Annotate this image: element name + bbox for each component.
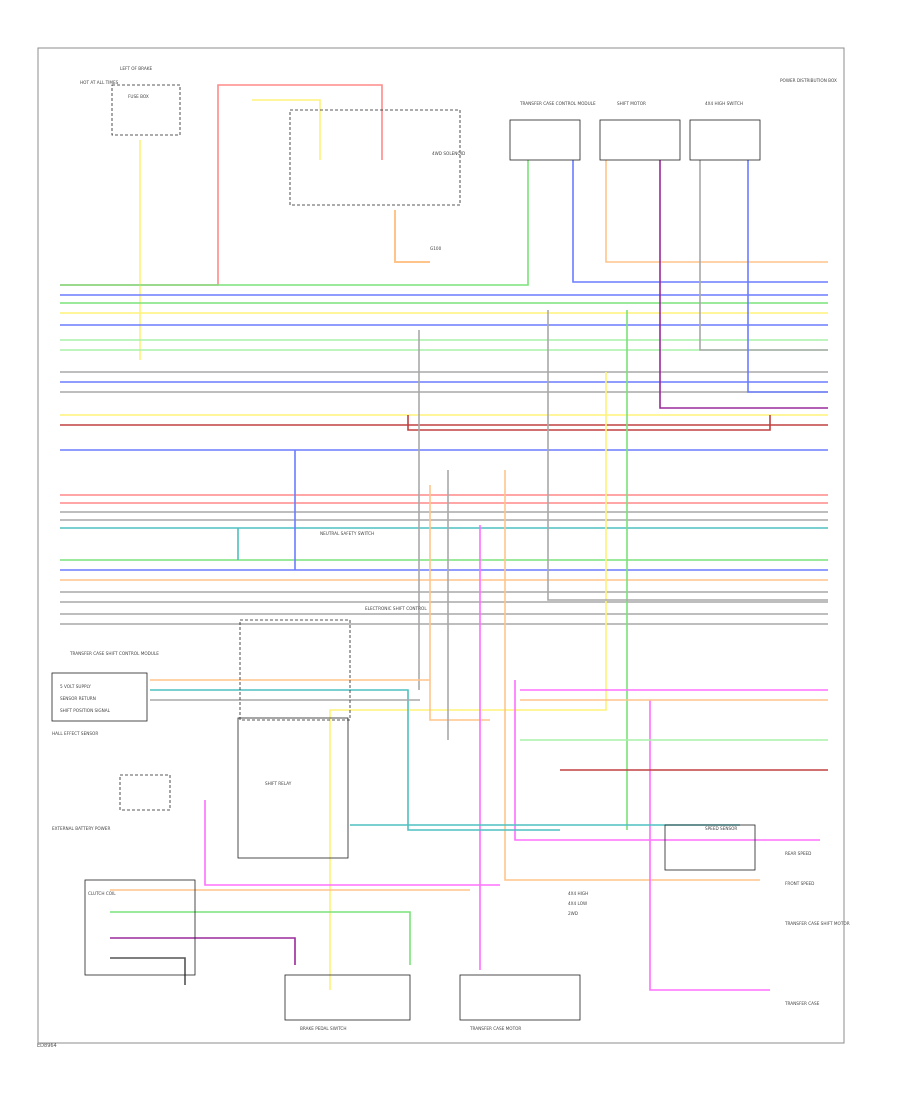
- wire-v-purple: [659, 160, 828, 409]
- wire-l-purple: [110, 937, 296, 965]
- label-shift-relay: SHIFT RELAY: [265, 781, 292, 786]
- wire-v-blue: [572, 160, 828, 283]
- label-clutch: CLUTCH COIL: [88, 891, 116, 896]
- wire-v-orange-3: [504, 470, 760, 881]
- wire-layer: [60, 84, 828, 991]
- label-4x4-lo: 4X4 LOW: [568, 901, 587, 906]
- label-ext-batt: EXTERNAL BATTERY POWER: [52, 826, 110, 831]
- label-tcm-left: TRANSFER CASE SHIFT CONTROL MODULE: [69, 651, 159, 656]
- component-layer: [51, 84, 761, 1021]
- label-brake: BRAKE PEDAL SWITCH: [300, 1026, 346, 1031]
- label-power-dist: POWER DISTRIBUTION BOX: [780, 78, 837, 83]
- wire-v-yellow-2: [329, 372, 607, 990]
- label-tcm-top: TRANSFER CASE CONTROL MODULE: [519, 101, 596, 106]
- wire-v-orange: [605, 160, 828, 263]
- label-tcm-right: TRANSFER CASE SHIFT MOTOR: [784, 921, 850, 926]
- label-sensor-return: SENSOR RETURN: [60, 696, 96, 701]
- wire-v-green: [60, 160, 529, 286]
- wire-orange-top: [394, 210, 430, 263]
- diagram-border: [37, 47, 845, 1044]
- sensor-right-box: [664, 824, 756, 871]
- label-electric-shift: ELECTRONIC SHIFT CONTROL: [365, 606, 427, 611]
- label-2wd: 2WD: [568, 911, 578, 916]
- wire-v-darkred: [407, 415, 771, 431]
- label-layer: HOT AT ALL TIMES LEFT OF BRAKE FUSE BOX TRA…: [52, 66, 850, 1031]
- label-shift-pos: SHIFT POSITION SIGNAL: [60, 708, 111, 713]
- label-rear-speed: REAR SPEED: [785, 851, 811, 856]
- ignition-switch-box: [289, 109, 461, 206]
- label-4x4-hi: 4X4 HIGH: [568, 891, 588, 896]
- label-fuse-box: FUSE BOX: [128, 94, 149, 99]
- wire-v-gray: [699, 160, 828, 351]
- wire-v-pink-3: [649, 700, 770, 991]
- label-4h: 4X4 HIGH SWITCH: [705, 101, 743, 106]
- footer-code: ED8964: [37, 1043, 57, 1049]
- transfer-case-module-top: [509, 119, 581, 161]
- electric-shift-box: [239, 619, 351, 721]
- label-front-speed: FRONT SPEED: [785, 881, 814, 886]
- tcm-left-box: [237, 717, 349, 859]
- hall-sensor-box: [51, 672, 148, 722]
- brake-switch-box: [119, 774, 171, 811]
- wire-v-blue-2: [747, 160, 828, 393]
- label-hot-at-all-times: HOT AT ALL TIMES: [80, 80, 119, 85]
- label-tc-bottom-right: TRANSFER CASE: [784, 1001, 820, 1006]
- wire-l-darkgray: [110, 957, 186, 985]
- label-solenoid: 4WD SOLENOID: [432, 151, 465, 156]
- wire-l-pink: [204, 800, 500, 886]
- wire-v-orange-2: [429, 485, 490, 721]
- wire-l-teal: [150, 689, 560, 831]
- wire-red-top: [60, 84, 383, 286]
- label-speed: SPEED SENSOR: [705, 826, 737, 831]
- wire-l-green: [110, 911, 411, 965]
- label-g100: G100: [430, 246, 442, 251]
- label-hall: HALL EFFECT SENSOR: [52, 731, 98, 736]
- label-supply: 5 VOLT SUPPLY: [60, 684, 91, 689]
- clutch-box: [84, 879, 196, 976]
- wire-v-pink-2: [514, 680, 820, 841]
- label-shift-motor: SHIFT MOTOR: [617, 101, 646, 106]
- shift-relay-box: [284, 974, 411, 1021]
- motor-box: [459, 974, 581, 1021]
- label-neutral: NEUTRAL SAFETY SWITCH: [320, 531, 374, 536]
- 4x4-switch-box: [689, 119, 761, 161]
- wire-v-gray-5: [547, 310, 828, 601]
- fuse-box-top-left: [111, 84, 181, 136]
- label-tcm-bottom: TRANSFER CASE MOTOR: [469, 1026, 521, 1031]
- label-ignition: LEFT OF BRAKE: [120, 66, 152, 71]
- wire-yellow-2: [252, 99, 321, 160]
- 4wd-solenoid-box: [599, 119, 681, 161]
